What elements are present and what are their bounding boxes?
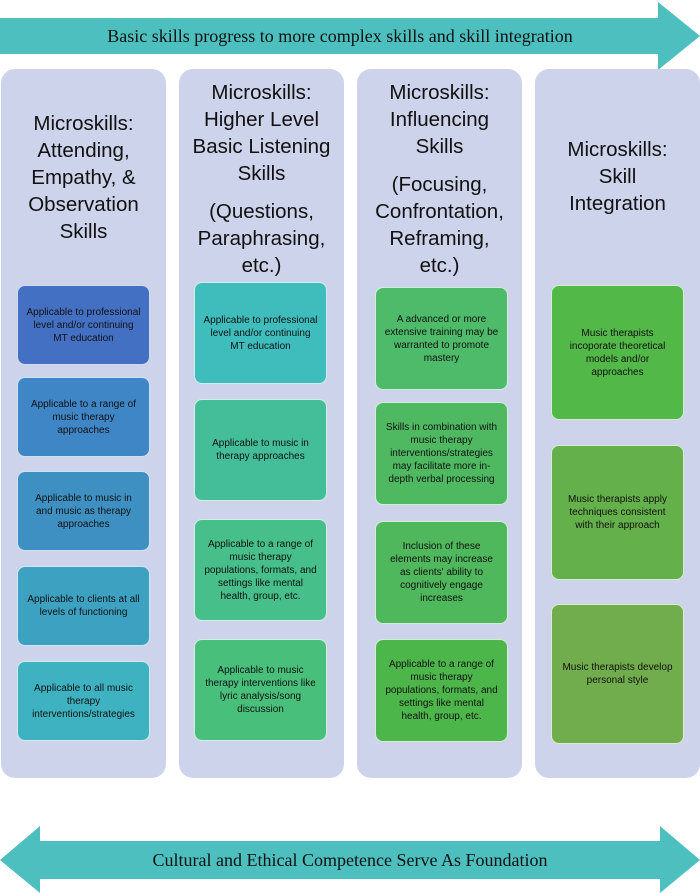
column-basic-listening: Microskills: Higher Level Basic Listenin… [179, 69, 344, 778]
column-skill-integration: Microskills: Skill Integration Music the… [535, 69, 700, 778]
column-title-line: Microskills: [33, 112, 134, 135]
column-title-line: Influencing [389, 108, 490, 131]
column-title-line: Integration [569, 192, 666, 215]
column-title: Microskills: Attending, Empathy, & Obser… [1, 110, 166, 245]
column-title-line: Skills [415, 135, 464, 158]
column-title-line: Microskills: [567, 138, 668, 161]
column-title-line: Empathy, & [31, 166, 136, 189]
info-box: Applicable to professional level and/or … [17, 285, 150, 365]
column-title-line: Attending, [37, 139, 130, 162]
info-box: Applicable to music in therapy approache… [194, 399, 327, 501]
column-subtitle-line: etc.) [241, 254, 282, 277]
info-box: Applicable to a range of music therapy a… [17, 377, 150, 457]
info-box: Music therapists incoporate theoretical … [551, 285, 684, 420]
info-box: Applicable to a range of music therapy p… [375, 639, 508, 742]
column-title-line: Higher Level [203, 108, 320, 131]
right-arrow-shape [0, 2, 700, 70]
info-box: Applicable to music in and music as ther… [17, 471, 150, 551]
top-progress-arrow: Basic skills progress to more complex sk… [0, 2, 700, 70]
info-box: Music therapists apply techniques consis… [551, 445, 684, 580]
column-subtitle-line: Confrontation, [375, 200, 504, 223]
info-box: Inclusion of these elements may increase… [375, 521, 508, 624]
column-subtitle: (Questions, Paraphrasing, etc.) [179, 198, 344, 279]
column-subtitle-line: Paraphrasing, [197, 227, 326, 250]
column-title-line: Microskills: [389, 81, 490, 104]
info-box: Applicable to professional level and/or … [194, 282, 327, 384]
column-title: Microskills: Skill Integration [535, 136, 700, 217]
column-title-line: Basic Listening [192, 135, 331, 158]
column-title-line: Skills [59, 220, 108, 243]
column-title-line: Microskills: [211, 81, 312, 104]
column-influencing: Microskills: Influencing Skills (Focusin… [357, 69, 522, 778]
column-title-line: Skills [237, 162, 286, 185]
column-title-line: Skill [598, 165, 637, 188]
column-title: Microskills: Influencing Skills [357, 79, 522, 160]
column-subtitle-line: etc.) [419, 254, 460, 277]
column-attending: Microskills: Attending, Empathy, & Obser… [1, 69, 166, 778]
info-box: Applicable to clients at all levels of f… [17, 566, 150, 646]
bottom-foundation-arrow: Cultural and Ethical Competence Serve As… [0, 826, 700, 893]
column-subtitle-line: Reframing, [389, 227, 490, 250]
column-subtitle-line: (Questions, [209, 200, 314, 223]
info-box: Applicable to all music therapy interven… [17, 661, 150, 741]
info-box: Applicable to a range of music therapy p… [194, 519, 327, 621]
column-subtitle: (Focusing, Confrontation, Reframing, etc… [357, 171, 522, 279]
column-title-line: Observation [28, 193, 139, 216]
bottom-arrow-label: Cultural and Ethical Competence Serve As… [152, 850, 548, 870]
info-box: Music therapists develop personal style [551, 604, 684, 744]
info-box: Skills in combination with music therapy… [375, 402, 508, 505]
column-title: Microskills: Higher Level Basic Listenin… [179, 79, 344, 187]
top-arrow-label: Basic skills progress to more complex sk… [107, 26, 573, 46]
info-box: A advanced or more extensive training ma… [375, 287, 508, 390]
info-box: Applicable to music therapy intervention… [194, 639, 327, 741]
column-subtitle-line: (Focusing, [391, 173, 488, 196]
double-arrow-shape [0, 826, 700, 893]
